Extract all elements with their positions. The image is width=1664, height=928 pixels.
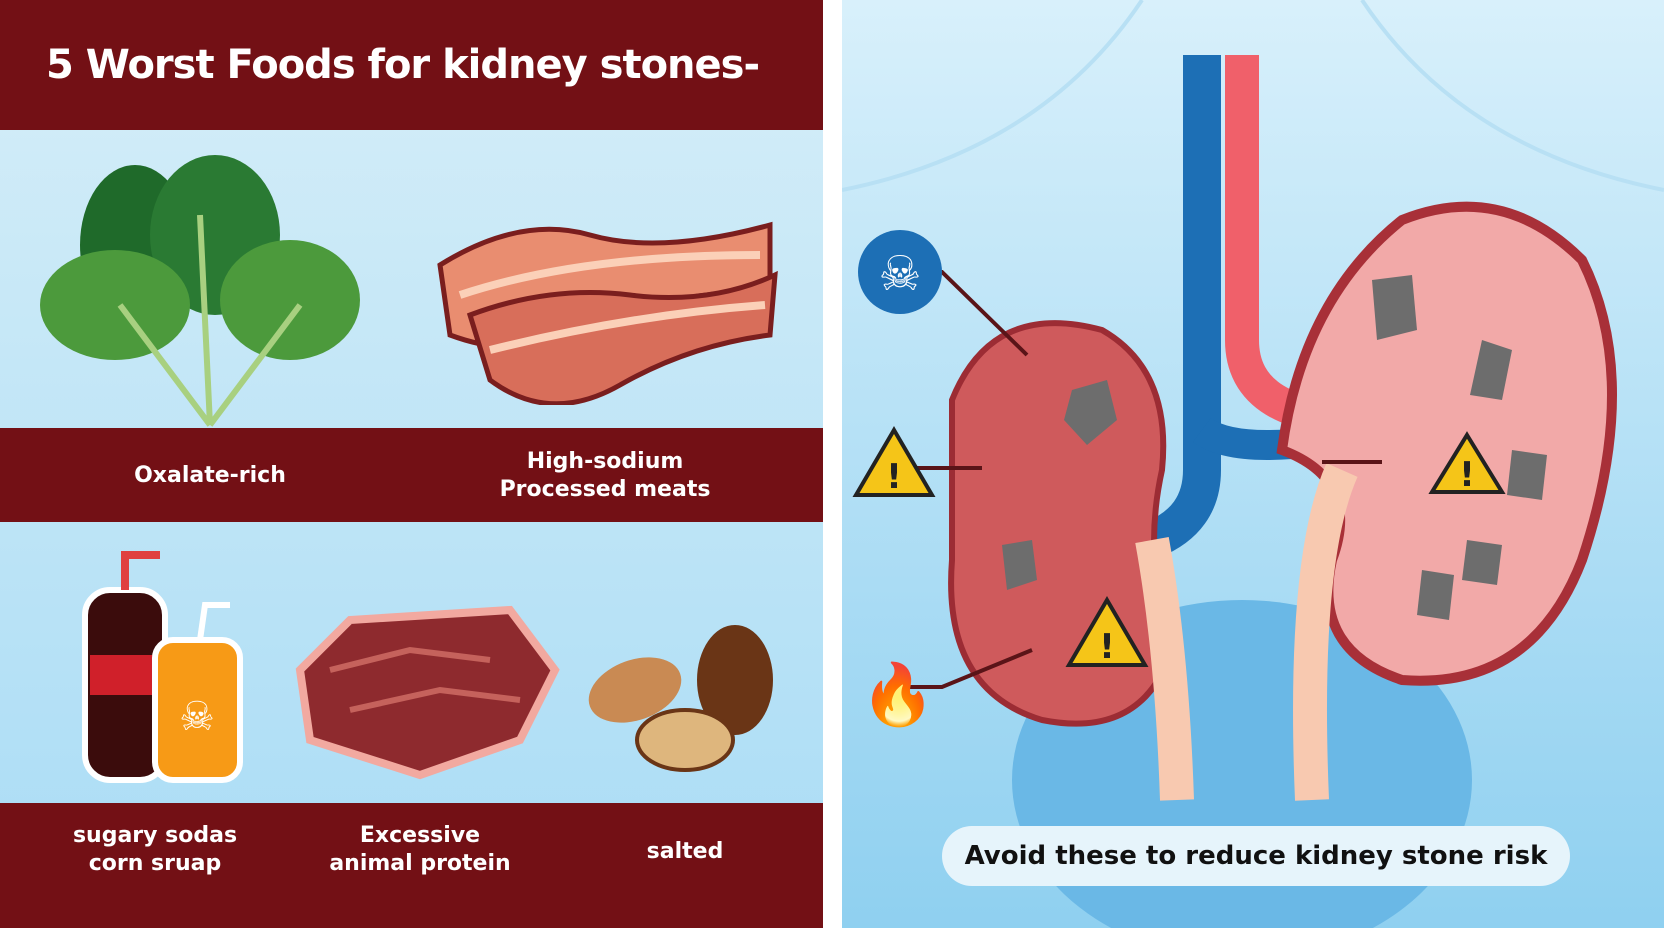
foods-panel: 5 Worst Foods for kidney stones- ☠ Oxala… xyxy=(0,0,823,928)
bacon-icon xyxy=(437,221,778,405)
food-label-soda: sugary sodas corn sruap xyxy=(72,823,238,876)
svg-text:!: ! xyxy=(1459,455,1475,495)
svg-text:!: ! xyxy=(886,457,902,497)
food-label-sodium: High-sodium Processed meats xyxy=(499,449,711,502)
nuts-icon xyxy=(588,625,773,772)
food-label-salted: salted xyxy=(646,839,724,864)
food-label-protein: Excessive animal protein xyxy=(329,823,511,876)
food-label-oxalate: Oxalate-rich xyxy=(134,463,286,488)
svg-text:☠: ☠ xyxy=(878,246,921,302)
kidney-diagram: ☠ !!! 🔥 Avoid these to reduce kidney sto… xyxy=(842,0,1664,928)
svg-text:🔥: 🔥 xyxy=(861,660,936,730)
page-title: 5 Worst Foods for kidney stones- xyxy=(0,0,823,130)
steak-icon xyxy=(295,605,560,780)
svg-text:☠: ☠ xyxy=(179,694,215,740)
label-band-top xyxy=(0,428,823,522)
kidney-illustration: ☠ !!! 🔥 xyxy=(842,0,1664,928)
svg-text:!: ! xyxy=(1099,627,1115,667)
spinach-icon xyxy=(40,155,360,427)
soda-icon: ☠ xyxy=(82,551,243,783)
label-band-bottom xyxy=(0,803,823,928)
caption-pill: Avoid these to reduce kidney stone risk xyxy=(942,826,1570,886)
